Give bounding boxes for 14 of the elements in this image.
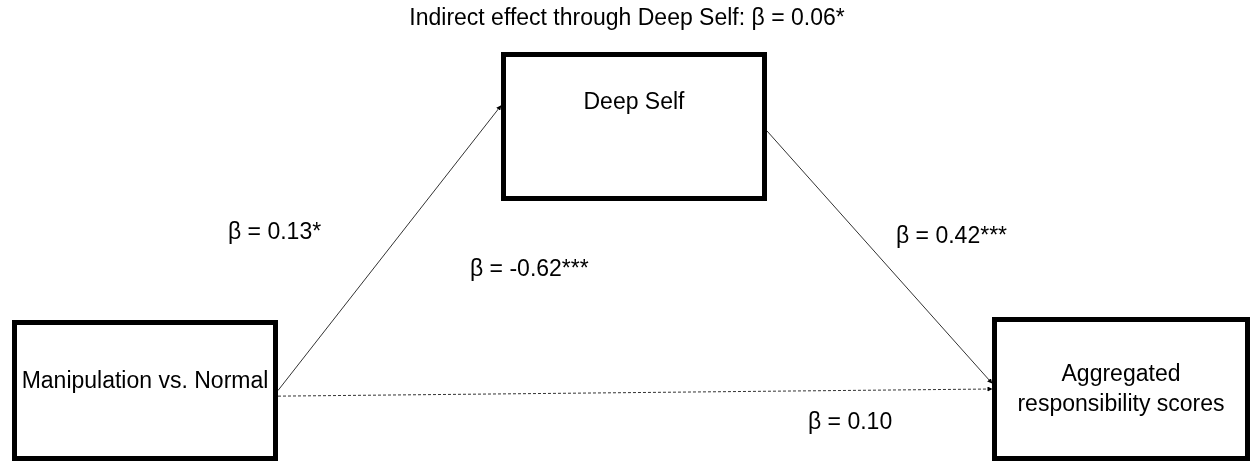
arrow	[277, 386, 993, 397]
variable-box	[501, 52, 767, 201]
variable-box	[992, 317, 1250, 461]
variable-box	[12, 320, 278, 461]
edge-label: β = 0.13*	[228, 218, 322, 245]
arrow	[277, 105, 502, 391]
edge-label: β = 0.10	[808, 408, 893, 435]
coefficient-label: β = -0.62***	[470, 255, 589, 282]
node-label: Deep Self	[583, 86, 685, 116]
arrow	[766, 130, 993, 384]
edge-label: β = 0.42***	[896, 222, 1008, 249]
title: Indirect effect through Deep Self: β = 0.06*	[408, 4, 846, 31]
node-label: Manipulation vs. Normal	[21, 365, 269, 395]
node-label: Aggregated responsibility scores	[1016, 359, 1226, 418]
